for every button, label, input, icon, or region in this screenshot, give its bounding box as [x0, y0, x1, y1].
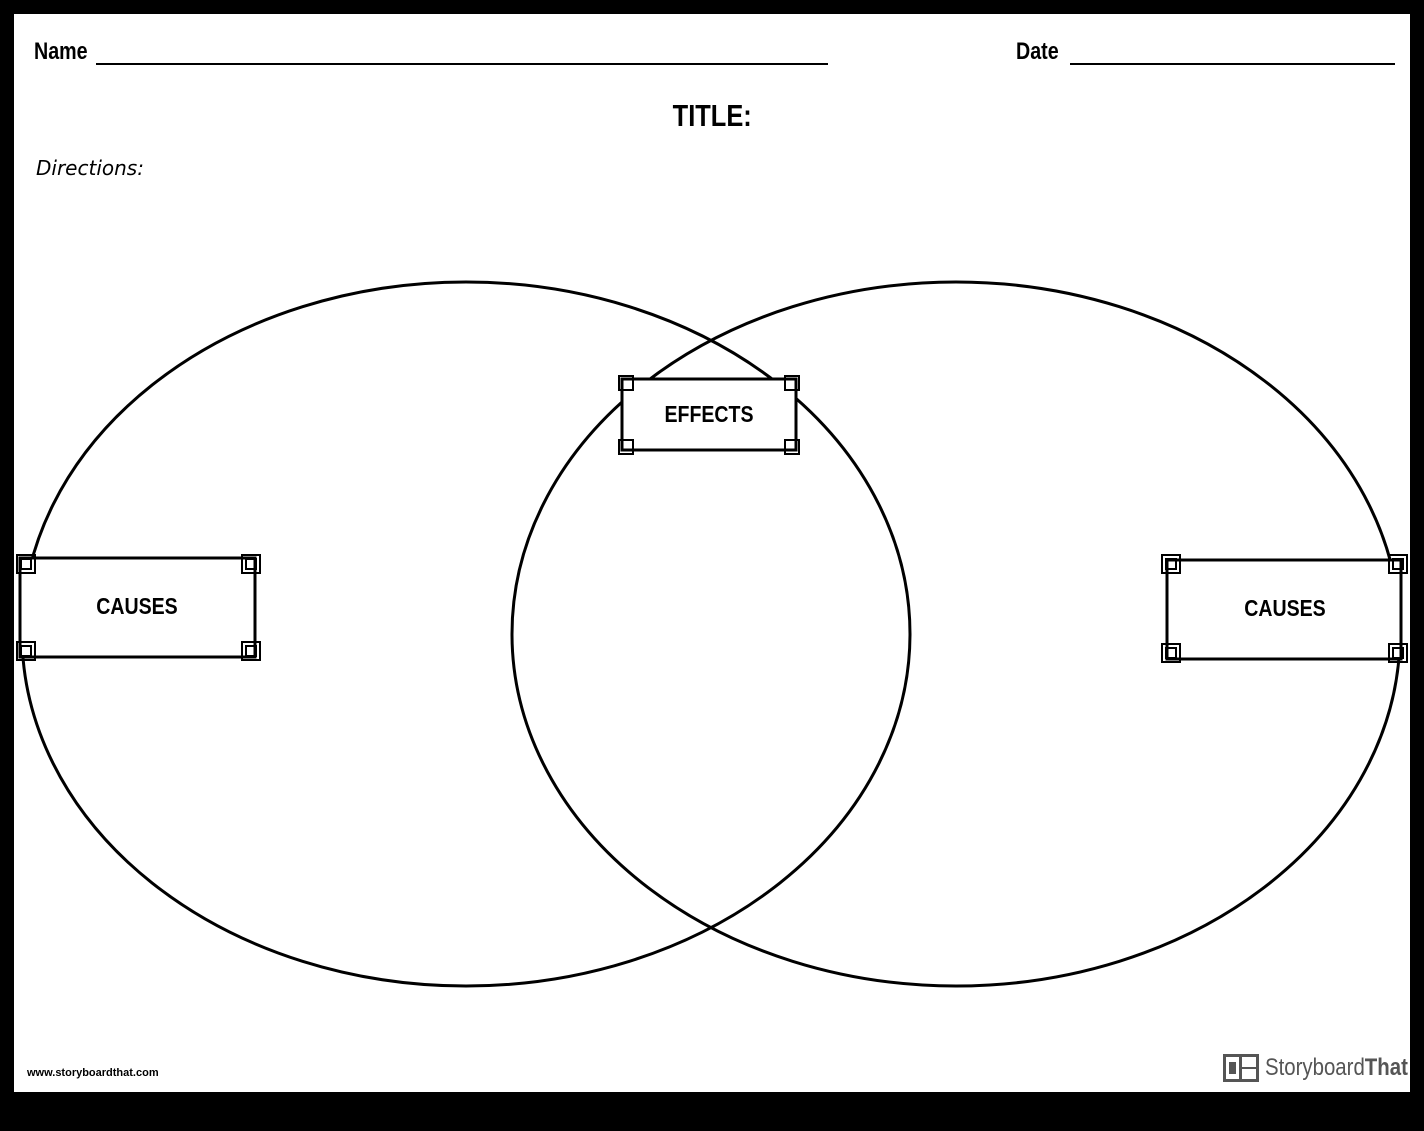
date-label: Date: [1016, 38, 1059, 65]
logo-text-that: That: [1364, 1054, 1408, 1081]
storyboardthat-logo[interactable]: StoryboardThat: [1223, 1052, 1424, 1084]
date-line[interactable]: [1070, 63, 1395, 65]
left-causes-box[interactable]: CAUSES: [16, 554, 261, 661]
page-title: TITLE:: [14, 98, 1410, 134]
worksheet-page: Name Date TITLE: Directions: CAUSES: [14, 14, 1410, 1092]
center-effects-box[interactable]: EFFECTS: [618, 375, 800, 455]
name-label: Name: [34, 38, 88, 65]
center-effects-label: EFFECTS: [664, 402, 753, 428]
left-causes-label: CAUSES: [96, 594, 177, 620]
directions-label: Directions:: [36, 156, 144, 180]
footer-url[interactable]: www.storyboardthat.com: [27, 1067, 159, 1079]
storyboard-logo-icon: [1223, 1054, 1259, 1082]
page-title-text: TITLE:: [672, 98, 752, 133]
right-causes-label: CAUSES: [1244, 596, 1325, 622]
venn-diagram: CAUSES EFFECTS CAUSES: [16, 280, 1408, 988]
right-causes-box[interactable]: CAUSES: [1161, 554, 1408, 663]
name-line[interactable]: [96, 63, 828, 65]
logo-text: StoryboardThat: [1265, 1054, 1408, 1082]
logo-text-storyboard: Storyboard: [1265, 1054, 1365, 1081]
